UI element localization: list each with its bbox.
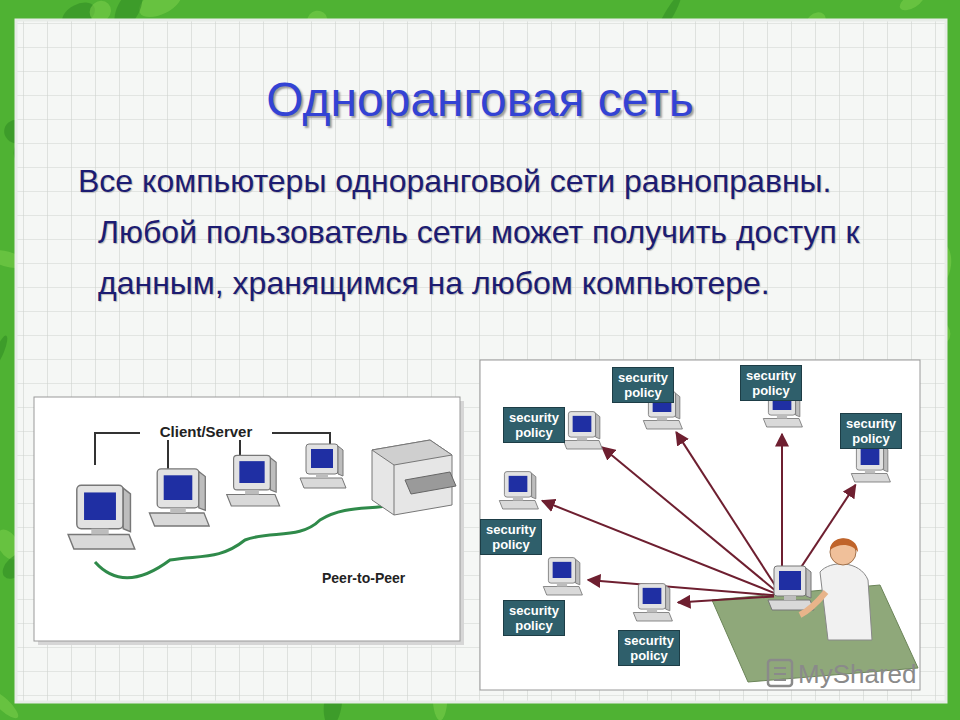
computer-icon (227, 455, 280, 506)
watermark-logo (768, 660, 792, 686)
computer-icon (499, 472, 538, 509)
policy-box: security policy (740, 365, 802, 401)
printer-icon (372, 440, 456, 515)
policy-arrow (542, 501, 774, 593)
network-label: Peer-to-Peer (322, 570, 442, 586)
policy-text: security policy (616, 370, 670, 400)
computer-icon (300, 444, 346, 488)
policy-text: security policy (507, 410, 561, 440)
client-server-illustration (34, 397, 464, 645)
computer-icon (851, 445, 890, 482)
computer-icon (149, 469, 209, 526)
computer-icon (543, 558, 582, 595)
computer-icon (68, 485, 135, 549)
computer-icon (633, 584, 672, 621)
policy-arrow (781, 434, 783, 588)
watermark: MyShared (798, 659, 938, 690)
policy-box: security policy (503, 600, 565, 636)
policy-box: security policy (840, 413, 902, 449)
policy-text: security policy (484, 522, 538, 552)
policy-box: security policy (612, 367, 674, 403)
computer-icon (768, 566, 814, 610)
policy-text: security policy (744, 368, 798, 398)
policy-box: security policy (618, 630, 680, 666)
computer-icon (563, 412, 602, 449)
user-figure (800, 538, 872, 640)
policy-box: security policy (503, 407, 565, 443)
policy-arrow (602, 447, 776, 591)
policy-arrow (588, 580, 774, 595)
policy-box: security policy (480, 519, 542, 555)
body-text: Все компьютеры одноранговой сети равнопр… (78, 156, 938, 309)
slide-title: Одноранговая сеть (0, 72, 960, 127)
peer-network-illustration (480, 360, 920, 690)
policy-text: security policy (844, 416, 898, 446)
bracket-label: Client/Server (140, 423, 272, 440)
policy-arrow (678, 596, 774, 602)
policy-arrow (676, 432, 777, 589)
policy-text: security policy (622, 633, 676, 663)
policy-text: security policy (507, 603, 561, 633)
